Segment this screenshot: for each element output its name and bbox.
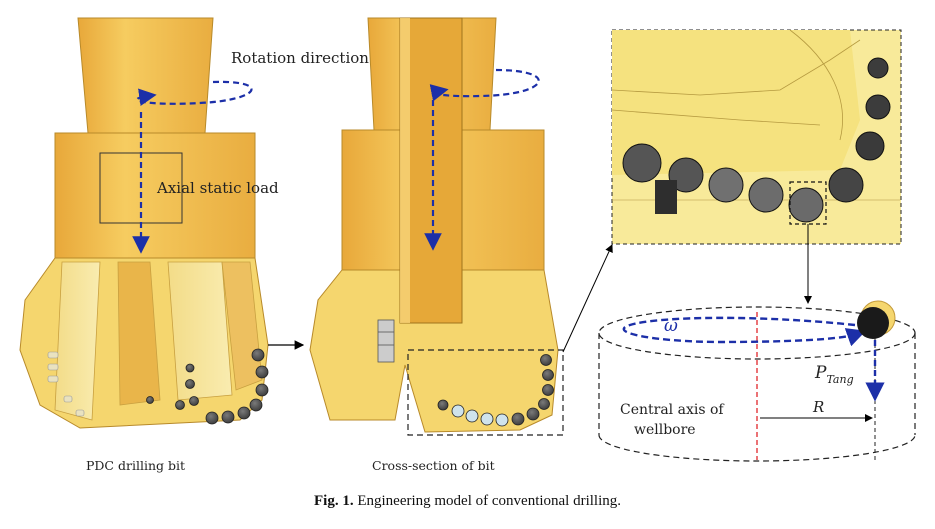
bit-body [54,132,256,259]
label-p-tang: PTang [814,363,854,386]
label-rotation-direction: Rotation direction [231,49,369,67]
zoom-detail [611,29,902,245]
label-radius: R [812,398,824,416]
label-p-tang-main: P [814,363,827,383]
label-central-axis-1: Central axis of [620,402,725,418]
pdc-cutters [146,348,269,425]
label-pdc-drilling-bit: PDC drilling bit [86,458,185,473]
bit-shank [77,17,214,134]
rotation-arrow-left [136,80,253,106]
pdc-bit-drawing [19,17,269,429]
label-omega: ω [664,316,678,336]
cross-section-cutters [437,354,554,427]
omega-arrow [622,316,867,347]
label-p-tang-sub: Tang [826,373,853,386]
figure-caption: Fig. 1. Engineering model of conventiona… [0,493,935,510]
connector-arrow-2 [562,244,613,353]
cutter-selection-box [789,181,827,225]
rotation-arrow-middle [429,68,540,102]
label-axial-static-load: Axial static load [156,179,279,197]
label-cross-section: Cross-section of bit [372,458,495,473]
cross-section-drawing [309,17,564,436]
figure-canvas: Rotation direction Axial static load PDC… [19,17,916,473]
caption-prefix: Fig. 1. [313,493,354,509]
caption-text: Engineering model of conventional drilli… [357,493,622,509]
edge-cutter [857,307,889,339]
label-central-axis-2: wellbore [634,422,696,438]
wellbore-model [598,300,916,462]
zoom-cutters [622,57,891,223]
